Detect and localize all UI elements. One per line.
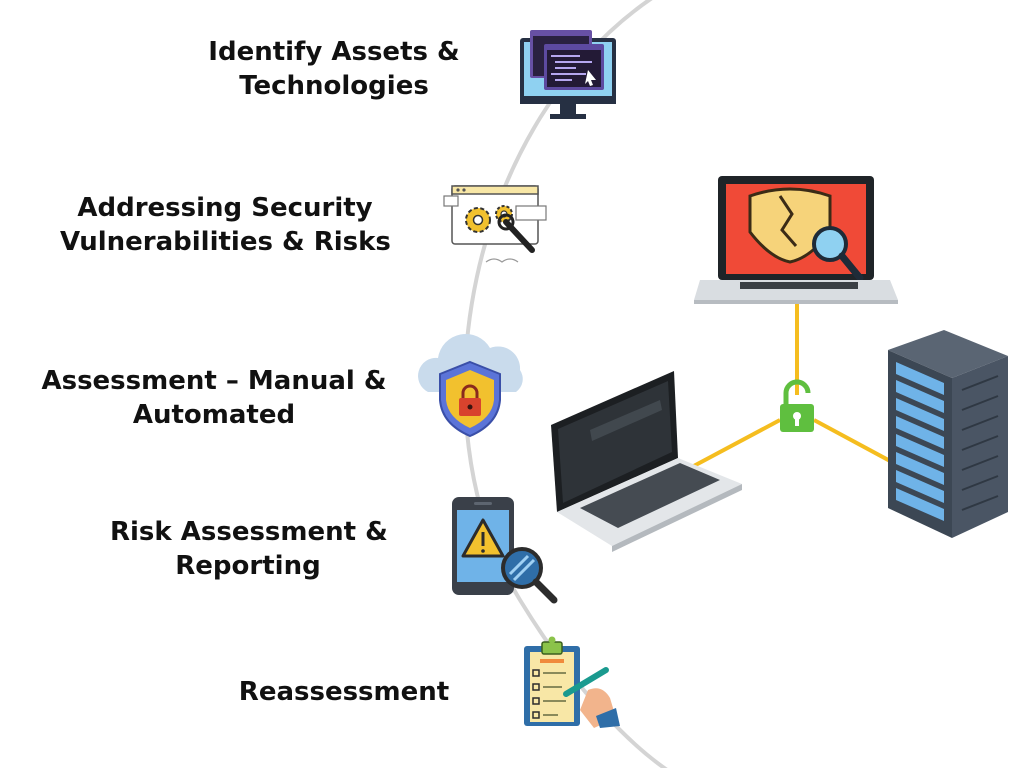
gear-wrench-webpage-icon [443,185,547,263]
step-label-identify-assets: Identify Assets & Technologies [208,37,460,101]
laptop-shield-scan-icon [694,176,898,304]
step-label-assessment-manual-automated: Assessment – Manual & Automated [41,366,387,430]
cloud-shield-lock-icon [418,333,523,438]
step-label-addressing-vulnerabilities: Addressing Security Vulnerabilities & Ri… [60,193,391,257]
padlock-icon [780,379,814,432]
server-rack-icon [888,330,1008,538]
laptop-icon [551,371,742,552]
monitor-code-icon [520,30,616,119]
step-label-reassessment: Reassessment [238,677,450,707]
clipboard-checklist-icon [524,636,620,728]
step-label-risk-assessment-reporting: Risk Assessment & Reporting [110,517,388,581]
phone-warning-magnifier-icon [452,497,558,604]
